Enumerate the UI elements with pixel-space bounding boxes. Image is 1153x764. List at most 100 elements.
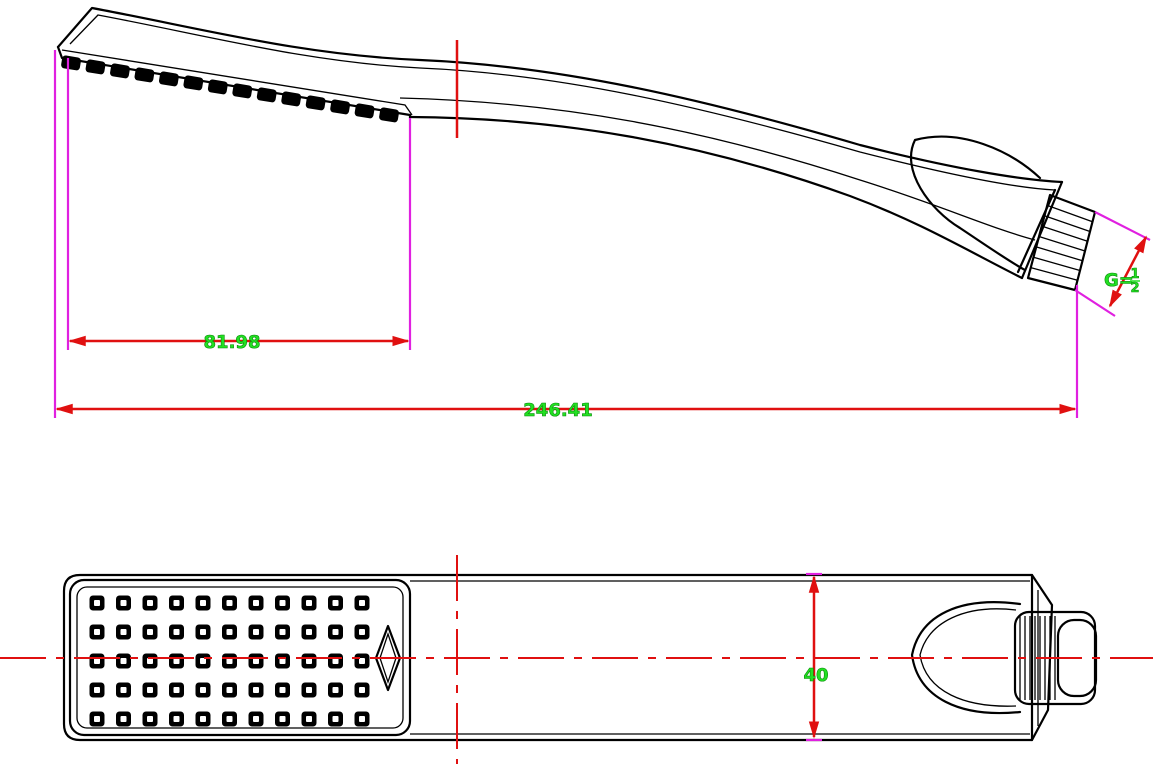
side-nozzle	[183, 75, 204, 91]
nozzle-hole	[94, 629, 100, 635]
neck-ellipse-inner	[919, 608, 1017, 707]
nozzle-hole	[279, 687, 286, 693]
nozzle-hole	[200, 600, 206, 606]
nozzle-hole	[226, 600, 233, 606]
neck-bulge	[909, 135, 1042, 272]
nozzle-hole	[173, 716, 180, 722]
side-nozzle	[354, 103, 375, 119]
nozzle-hole	[226, 629, 233, 635]
nozzle-hole	[120, 600, 127, 606]
side-nozzle	[379, 107, 399, 123]
nozzle-hole	[253, 716, 259, 722]
nozzle-hole	[147, 658, 153, 664]
nozzle-hole	[279, 716, 286, 722]
nozzle-hole	[94, 687, 100, 693]
nozzle-hole	[120, 687, 127, 693]
nozzle-hole	[332, 600, 339, 606]
ext-line-thread-top	[1094, 211, 1151, 241]
nozzle-hole	[226, 658, 233, 664]
nozzle-hole	[306, 629, 312, 635]
nozzle-hole	[147, 687, 153, 693]
nozzle-hole	[332, 629, 339, 635]
nozzle-hole	[279, 658, 286, 664]
side-nozzles	[61, 55, 399, 123]
thread-line	[1027, 277, 1076, 291]
head-inner-face	[61, 49, 413, 116]
side-nozzle	[330, 99, 351, 115]
side-nozzle	[158, 71, 179, 87]
thread-line	[1047, 204, 1093, 223]
nozzle-hole	[253, 629, 259, 635]
thread-line	[1044, 215, 1091, 233]
nozzle-hole	[253, 687, 259, 693]
side-view: 81.98 246.41 G= 1 2	[53, 6, 1151, 421]
thread-lines	[1027, 194, 1096, 291]
nozzle-hole	[279, 600, 286, 606]
nozzle-hole	[306, 716, 312, 722]
dim-text-width: 40	[803, 665, 828, 686]
thread-line	[1036, 246, 1083, 262]
nozzle-hole	[200, 658, 206, 664]
nozzle-hole	[226, 716, 233, 722]
side-nozzle	[305, 95, 326, 111]
nozzle-hole	[253, 658, 259, 664]
nozzle-hole	[120, 629, 127, 635]
nozzle-hole	[173, 600, 180, 606]
front-nozzles	[89, 595, 370, 727]
nozzle-hole	[200, 629, 206, 635]
nozzle-hole	[94, 716, 100, 722]
nozzle-hole	[306, 658, 312, 664]
nozzle-hole	[359, 687, 365, 693]
nozzle-hole	[359, 658, 365, 664]
thread-line	[1038, 235, 1086, 252]
dim-text-thread-denominator: 2	[1130, 281, 1139, 296]
nozzle-hole	[253, 600, 259, 606]
dim-line-thread	[1108, 235, 1148, 308]
dim-text-thread-numerator: 1	[1130, 267, 1139, 282]
dim-text-overall: 246.41	[523, 400, 592, 421]
side-nozzle	[207, 79, 228, 95]
spray-mode-diamond-inner	[379, 631, 397, 685]
nozzle-hole	[359, 716, 365, 722]
front-body-outline	[62, 573, 1034, 742]
nozzle-hole	[120, 716, 127, 722]
handle-center-line	[399, 97, 1036, 241]
nozzle-hole	[332, 658, 339, 664]
side-nozzle	[281, 91, 302, 107]
thread-line	[1041, 225, 1088, 242]
side-nozzle	[110, 63, 130, 79]
nozzle-hole	[120, 658, 127, 664]
nozzle-hole	[279, 629, 286, 635]
nozzle-hole	[332, 687, 339, 693]
nozzle-hole	[226, 687, 233, 693]
dim-text-thread-prefix: G=	[1104, 270, 1134, 291]
spray-mode-diamond	[374, 624, 402, 692]
nozzle-hole	[200, 716, 206, 722]
nozzle-hole	[359, 629, 365, 635]
nozzle-hole	[94, 600, 100, 606]
side-nozzle	[256, 87, 277, 103]
nozzle-hole	[200, 687, 206, 693]
nozzle-hole	[147, 716, 153, 722]
side-nozzle	[85, 59, 106, 75]
thread-line	[1030, 266, 1078, 281]
nozzle-hole	[306, 600, 312, 606]
nozzle-hole	[94, 658, 100, 664]
nozzle-hole	[173, 658, 180, 664]
nozzle-hole	[147, 629, 153, 635]
front-view: 40	[0, 555, 1153, 764]
handle-bottom-outline	[408, 115, 1024, 280]
handle-inner-top-line	[69, 14, 1056, 191]
side-nozzle	[232, 83, 253, 99]
handle-top-outline	[56, 6, 1064, 184]
side-nozzle	[61, 55, 81, 71]
nozzle-hole	[147, 600, 153, 606]
side-nozzle	[134, 67, 155, 83]
dim-text-spray-face: 81.98	[204, 332, 261, 353]
neck-ellipse	[910, 601, 1022, 715]
nozzle-hole	[306, 687, 312, 693]
thread-line	[1033, 256, 1081, 272]
ext-line-thread-bottom	[1074, 289, 1116, 317]
thread-line	[1049, 194, 1096, 213]
